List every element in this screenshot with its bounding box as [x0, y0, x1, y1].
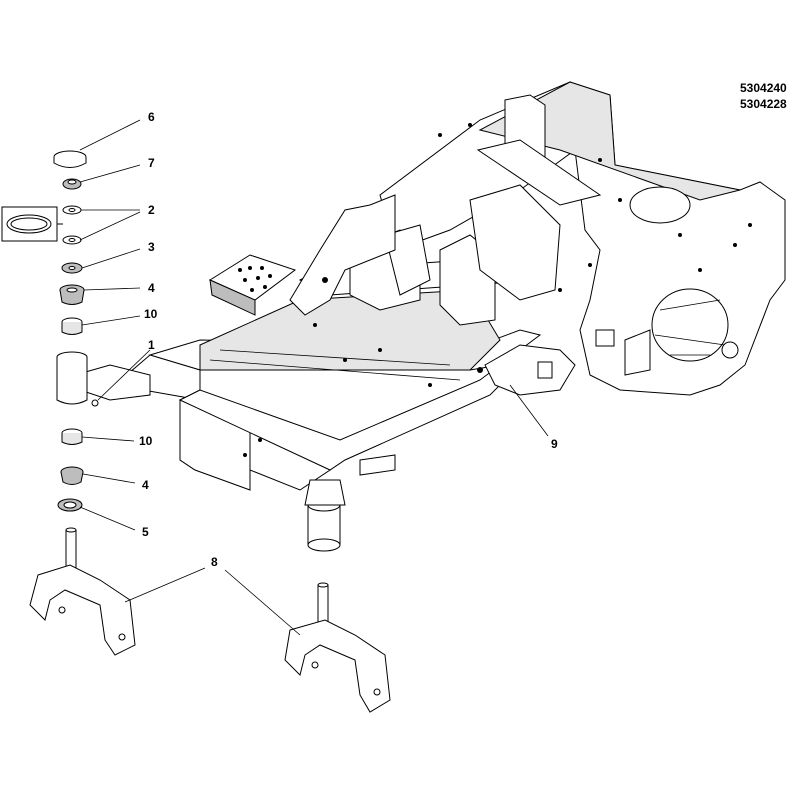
callout-2: 2	[148, 203, 155, 217]
callout-10-lower: 10	[139, 434, 153, 448]
left-caster-stack	[29, 150, 136, 656]
callout-9: 9	[551, 437, 558, 451]
callout-labels: 6 7 2 3 4 10 1 10 4 5 8 9	[139, 110, 558, 569]
main-frame	[74, 81, 786, 552]
part-number-2: 5304228	[740, 97, 787, 111]
right-caster-fork	[284, 582, 391, 713]
part-number-1: 5304240	[740, 81, 787, 95]
callout-4-lower: 4	[142, 478, 149, 492]
callout-1: 1	[148, 338, 155, 352]
snap-ring-inset	[1, 206, 63, 242]
callout-10-upper: 10	[144, 307, 158, 321]
callout-3: 3	[148, 240, 155, 254]
callout-8: 8	[211, 555, 218, 569]
leader-lines	[79, 119, 549, 636]
callout-6: 6	[148, 110, 155, 124]
callout-5: 5	[142, 525, 149, 539]
callout-7: 7	[148, 156, 155, 170]
callout-4-upper: 4	[148, 281, 155, 295]
